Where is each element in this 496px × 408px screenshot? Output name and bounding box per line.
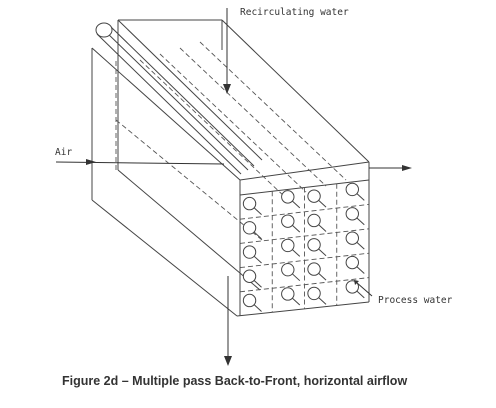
process-water-tube <box>242 245 257 259</box>
process-water-tube <box>307 213 321 228</box>
process-water-tube <box>345 255 359 270</box>
process-water-tube <box>307 238 321 252</box>
process-water-tube <box>345 182 359 197</box>
process-water-tube <box>345 207 359 221</box>
process-water-tube <box>307 262 321 276</box>
air-outlet-arrow <box>369 165 412 171</box>
process-water-tube <box>281 238 295 253</box>
process-water-tube <box>281 214 295 228</box>
recirculating-water-arrow <box>223 8 231 94</box>
process-water-label: Process water <box>378 295 453 306</box>
process-water-leader <box>354 280 373 297</box>
water-outlet-arrow <box>224 276 232 366</box>
process-water-tube <box>281 262 295 277</box>
process-water-tube-grid <box>239 182 370 316</box>
recirculating-water-label: Recirculating water <box>240 7 349 18</box>
process-water-tube <box>242 221 257 235</box>
hidden-edges <box>115 41 347 241</box>
air-inlet-arrow <box>55 159 225 165</box>
process-water-tube <box>281 287 295 301</box>
process-water-tube <box>345 231 359 245</box>
figure-caption: Figure 2d – Multiple pass Back-to-Front,… <box>62 374 407 388</box>
process-water-tube <box>242 269 257 283</box>
process-water-tube <box>307 286 321 301</box>
process-water-tube <box>242 293 257 308</box>
process-water-tube <box>242 196 257 211</box>
process-water-tube <box>307 189 321 203</box>
process-water-tube <box>281 190 295 204</box>
header-pipe <box>95 22 255 175</box>
tower-box-outline <box>91 19 370 317</box>
air-label: Air <box>55 147 72 158</box>
